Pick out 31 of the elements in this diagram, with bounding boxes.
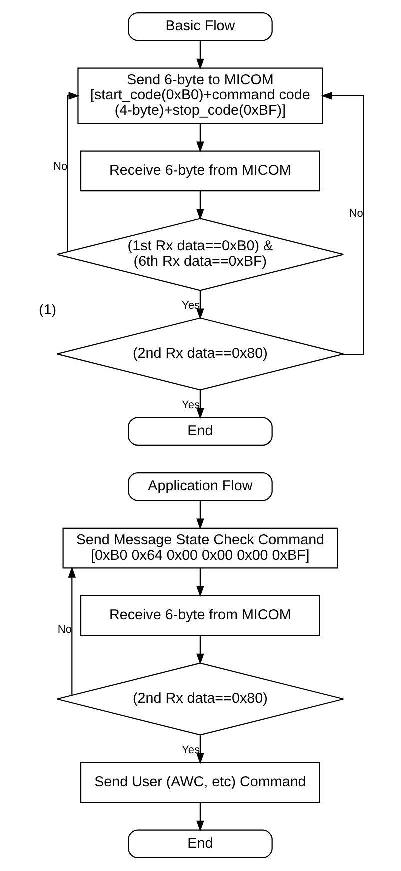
node-box: Receive 6-byte from MICOM [80, 595, 320, 636]
node-box: End [128, 830, 272, 859]
node-box: End [128, 417, 272, 446]
arrow [196, 500, 204, 530]
arrow [196, 802, 204, 832]
edge-label: Yes [182, 300, 200, 312]
arrow [68, 566, 76, 696]
arrow [196, 568, 204, 598]
node-box: Receive 6-byte from MICOM [80, 150, 320, 192]
node-diamond: (2nd Rx data==0x80) [56, 318, 344, 391]
arrow [196, 636, 204, 665]
node-box: Basic Flow [128, 12, 272, 42]
node-box: Send 6-byte to MICOM [start_code(0xB0)+command code (4-byte)+stop_code(0xBF)] [77, 68, 323, 124]
arrow [196, 124, 204, 153]
edge-label: Yes [182, 744, 200, 757]
edge-label: Yes [182, 399, 200, 412]
node-box: Send Message State Check Command [0xB0 0x64 0x00 0x00 0x00 0xBF] [62, 528, 338, 569]
arrow [196, 40, 204, 70]
edge-label: No [348, 208, 363, 220]
arrow [196, 390, 204, 420]
arrow [320, 92, 364, 356]
node-diamond: (1st Rx data==0xB0) & (6th Rx data==0xBF) [56, 218, 344, 292]
arrow [196, 191, 204, 220]
node-diamond: (2nd Rx data==0x80) [56, 662, 344, 736]
node-label: (1) [38, 302, 56, 318]
node-box: Application Flow [128, 472, 272, 502]
node-box: Send User (AWC, etc) Command [80, 762, 320, 804]
arrow [66, 92, 80, 252]
arrow [196, 736, 204, 764]
edge-label: No [57, 624, 72, 636]
arrow [196, 290, 204, 320]
